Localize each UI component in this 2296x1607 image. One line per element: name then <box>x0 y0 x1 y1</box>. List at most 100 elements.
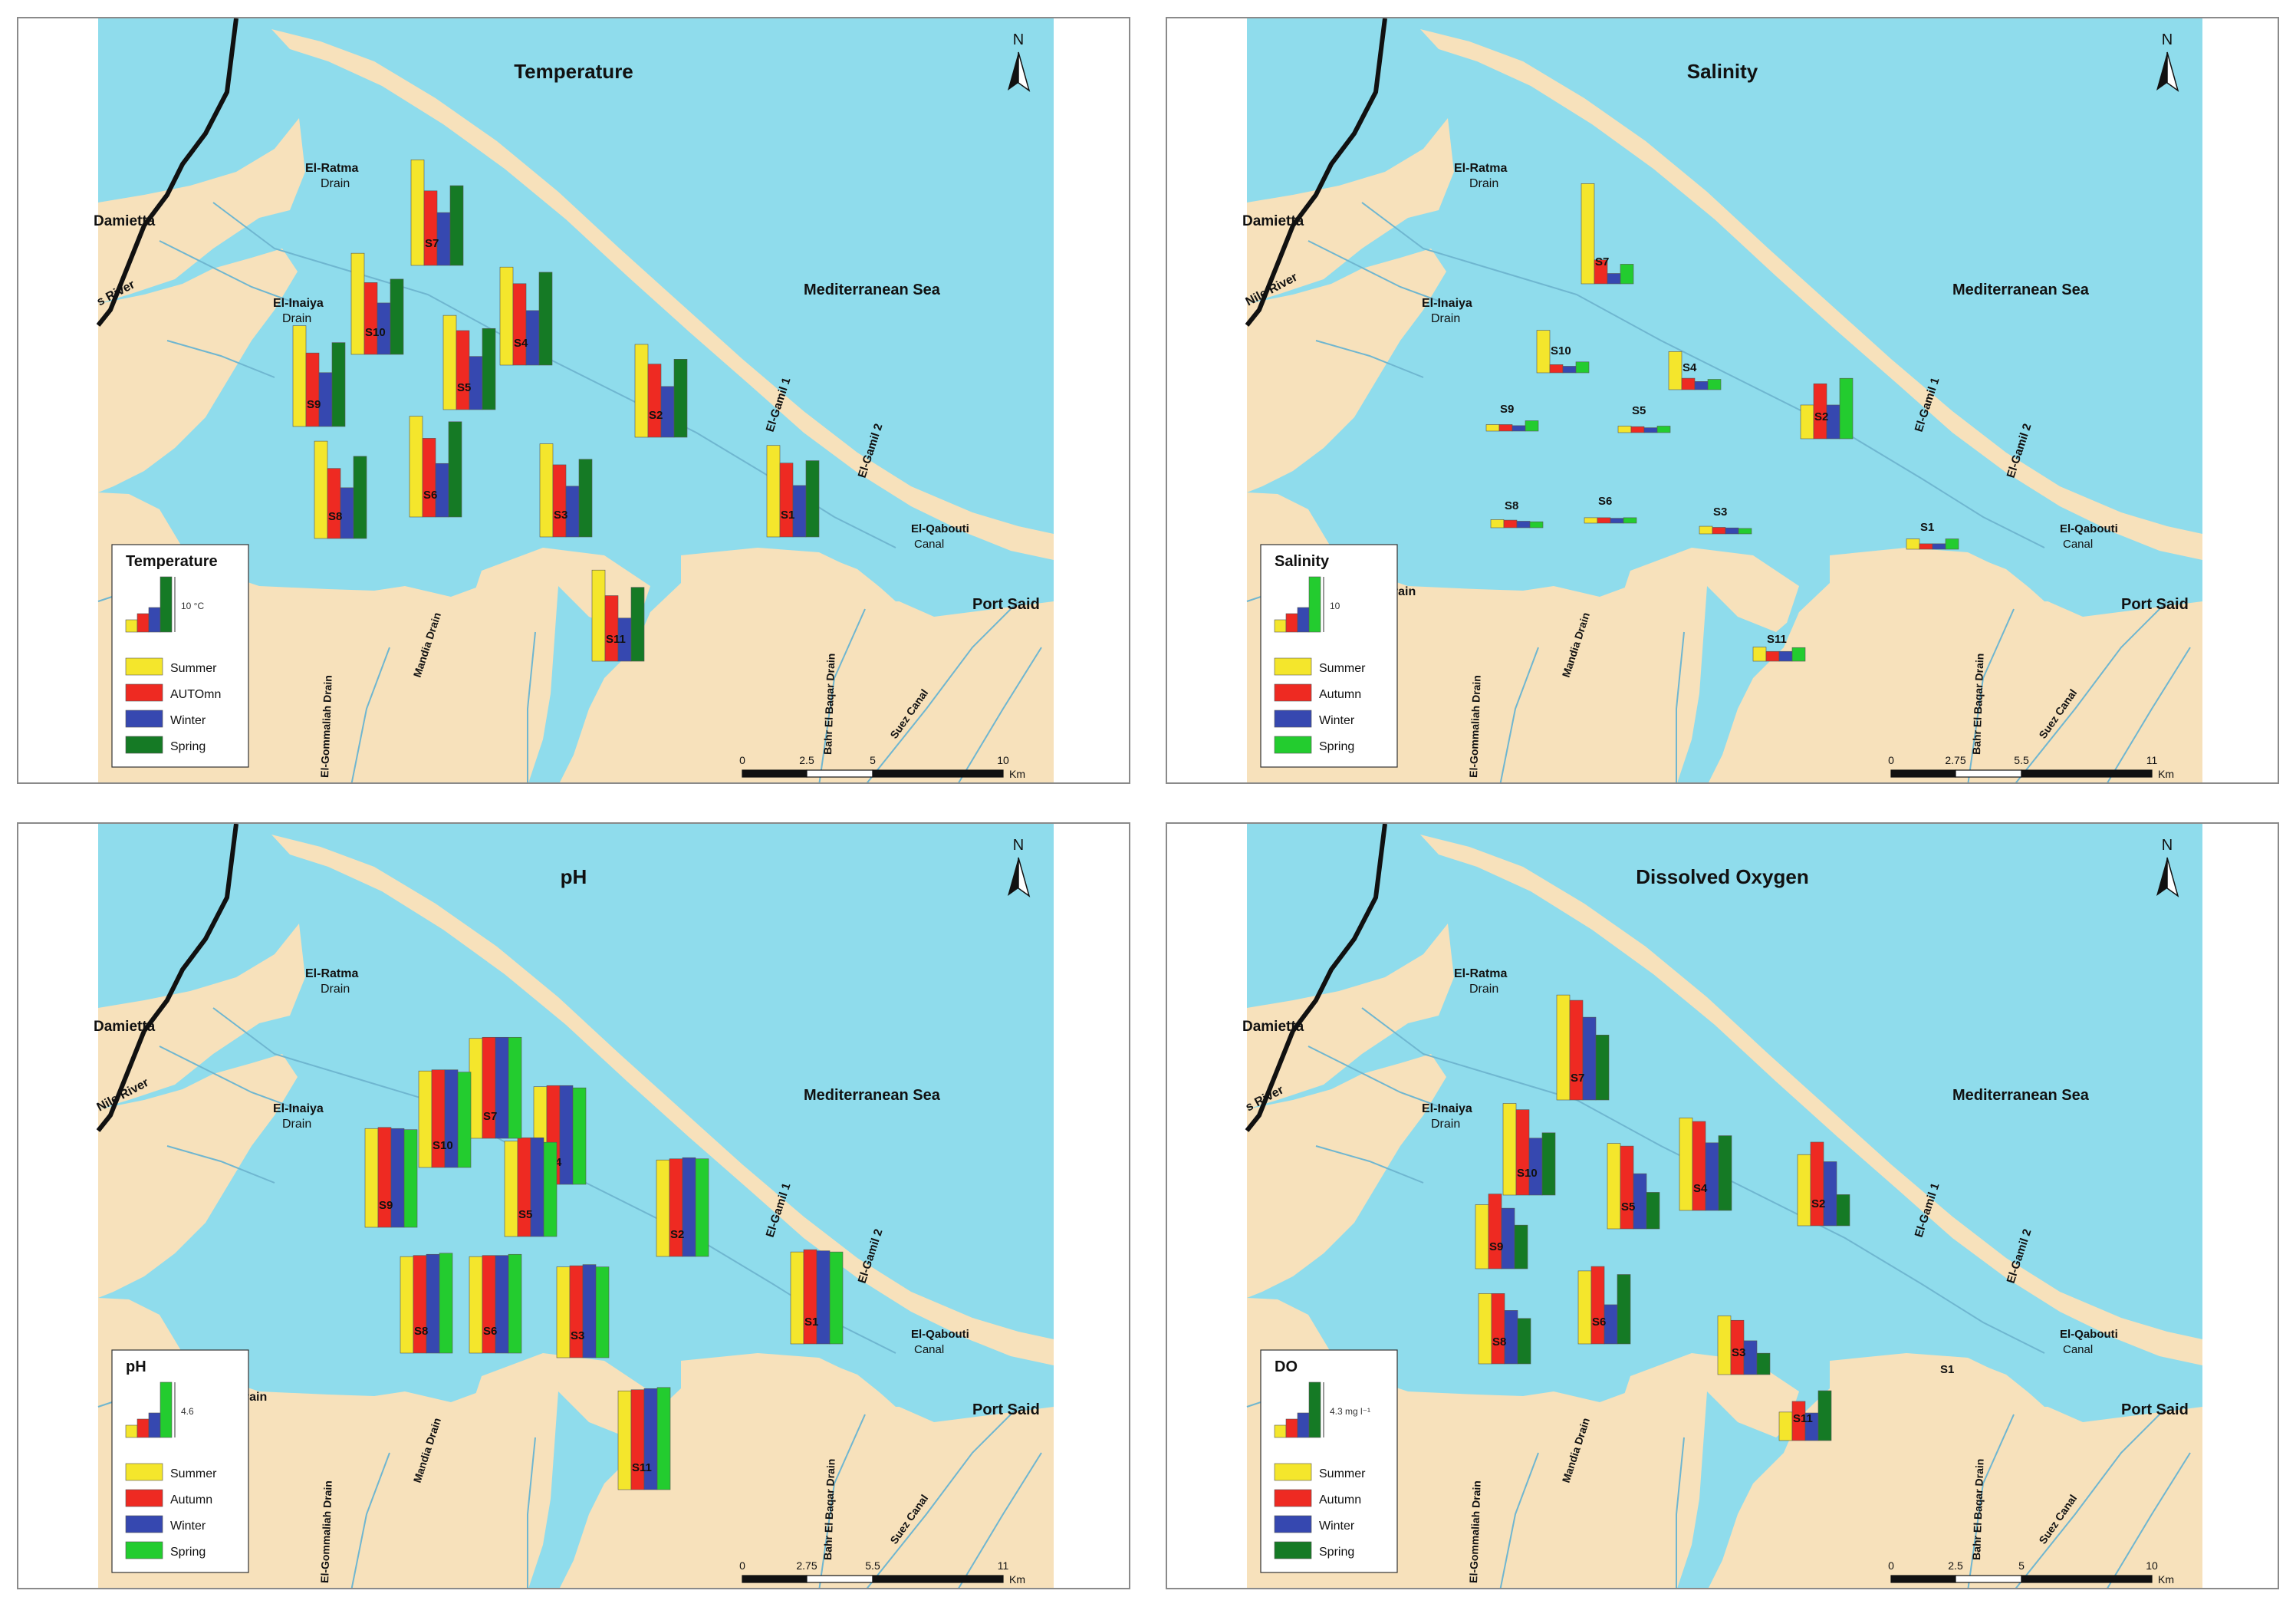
bar-S1-winter <box>1932 543 1946 550</box>
legend-sample-bar <box>137 1418 150 1438</box>
bar-S3-autumn <box>1712 527 1726 535</box>
bar-S11-summer <box>1752 647 1767 662</box>
legend-season-label: Winter <box>170 1520 206 1533</box>
station-S11: S11 <box>617 1387 671 1490</box>
scale-tick: 0 <box>1888 754 1894 766</box>
legend-title: Temperature <box>126 553 218 570</box>
bar-S7-spring <box>449 185 464 266</box>
legend-sample-bar <box>1285 1418 1298 1438</box>
bar-S7-winter <box>495 1036 509 1139</box>
land-southwest <box>98 249 298 492</box>
place-label: Drain <box>1469 177 1498 190</box>
bar-S1-winter <box>816 1250 831 1345</box>
station-label: S8 <box>1492 1335 1506 1348</box>
place-label: El-Inaiya <box>1422 297 1472 310</box>
station-label: S8 <box>1505 499 1518 512</box>
bar-S2-summer <box>634 344 649 438</box>
place-label: Mediterranean Sea <box>1952 282 2090 298</box>
map-title: Salinity <box>1687 60 1758 83</box>
place-label: Bahr El Baqar Drain <box>1970 653 1986 755</box>
station-S2: S2 <box>1797 1141 1850 1227</box>
bar-S8-winter <box>1504 1310 1518 1365</box>
drain-line <box>958 1452 1042 1588</box>
station-S10: S10 <box>350 252 404 355</box>
north-arrow-icon <box>2166 857 2179 897</box>
station-label: S2 <box>649 409 663 422</box>
bar-S4-summer <box>1668 351 1683 390</box>
station-label: S2 <box>670 1228 684 1241</box>
bar-S11-autumn <box>1765 650 1780 662</box>
bar-S2-winter <box>1826 404 1840 440</box>
bar-S3-summer <box>556 1266 571 1358</box>
bar-S9-winter <box>1511 425 1526 432</box>
bar-S10-winter <box>1562 366 1577 374</box>
drain-line <box>527 1437 536 1588</box>
bar-S9-automn <box>305 352 320 427</box>
bar-S2-spring <box>673 358 688 438</box>
station-S8: S8 <box>400 1253 453 1354</box>
station-label: S7 <box>425 237 439 250</box>
legend-swatch <box>1274 1515 1312 1533</box>
bar-S8-winter <box>1516 521 1531 529</box>
station-S11: S11 <box>591 569 645 662</box>
bar-S11-winter <box>643 1388 658 1490</box>
boundary-line <box>1245 824 1387 1132</box>
bar-S5-spring <box>1656 426 1671 433</box>
legend-season-label: Spring <box>1319 740 1354 753</box>
station-S5: S5 <box>1617 404 1671 433</box>
place-label: Canal <box>2063 1343 2093 1356</box>
place-label: El-Gommaliah Drain <box>318 675 334 778</box>
scale-tick: 5 <box>870 754 876 766</box>
station-S4: S4 <box>1679 1118 1732 1211</box>
station-S9: S9 <box>292 325 346 427</box>
bar-S9-spring <box>1514 1224 1528 1269</box>
drain-line <box>1676 631 1685 782</box>
bar-S1-summer <box>766 445 781 538</box>
bar-S7-summer <box>1581 183 1595 285</box>
place-label: El-Ratma <box>1454 162 1507 175</box>
bar-S1-summer <box>1906 538 1920 550</box>
bar-S2-winter <box>660 386 675 438</box>
legend-sample-bar <box>1285 613 1298 633</box>
bar-S4-autumn <box>1681 377 1696 390</box>
bar-S3-summer <box>1717 1316 1732 1375</box>
place-label: Damietta <box>1242 1019 1304 1035</box>
bar-S2-winter <box>682 1157 696 1257</box>
place-label: El-Qabouti <box>2060 1328 2118 1341</box>
drain-line <box>159 240 298 305</box>
north-label: N <box>2162 837 2173 854</box>
legend-sample-bar <box>1274 619 1287 633</box>
place-label: Damietta <box>1242 213 1304 229</box>
legend-title: pH <box>126 1358 146 1375</box>
bar-S1-summer <box>790 1251 804 1345</box>
boundary-line <box>96 824 238 1132</box>
station-label: S4 <box>514 337 528 350</box>
station-label: S6 <box>1598 495 1612 508</box>
station-S7: S7 <box>410 160 464 266</box>
station-S6: S6 <box>1584 495 1637 524</box>
island-southeast <box>1830 1353 2006 1514</box>
bar-S11-spring <box>656 1387 671 1490</box>
bar-S4-autumn <box>1692 1121 1706 1211</box>
bar-S4-spring <box>1707 379 1722 390</box>
scale-tick: 5 <box>2018 1559 2025 1572</box>
boundary-line <box>1245 18 1387 327</box>
bar-S2-autumn <box>669 1158 683 1257</box>
station-S5: S5 <box>442 314 496 410</box>
drain-line <box>1967 608 2015 782</box>
scale-tick: 2.5 <box>799 754 814 766</box>
station-S3: S3 <box>1717 1316 1771 1375</box>
drain-line <box>2015 1406 2168 1588</box>
place-label: Canal <box>914 1343 944 1356</box>
drain-line <box>1308 240 1447 305</box>
station-label: S5 <box>518 1208 532 1221</box>
place-label: Drain <box>1469 983 1498 996</box>
bar-S5-winter <box>1643 427 1658 433</box>
drain-line <box>958 647 1042 782</box>
bar-S7-summer <box>1556 994 1571 1101</box>
land-southwest <box>1247 1054 1446 1298</box>
